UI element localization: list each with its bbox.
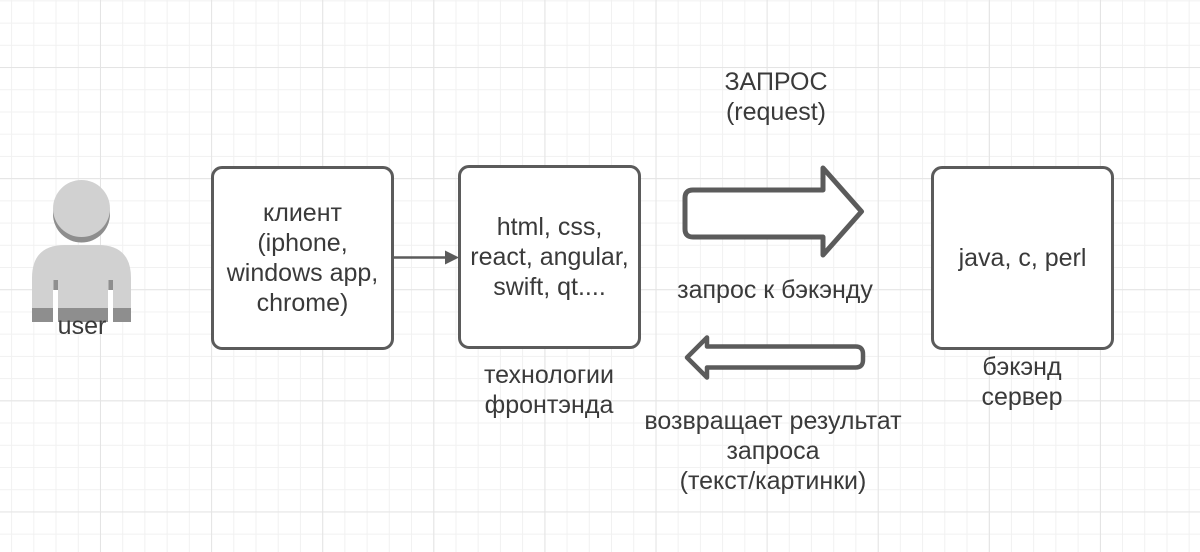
user-label: user [57, 312, 107, 340]
response-arrow-icon [684, 335, 866, 380]
request-arrow-icon [682, 165, 864, 258]
frontend-caption-line: технологии [483, 361, 614, 389]
frontend-caption-line: фронтэнда [484, 391, 614, 419]
backend-caption-line: сервер [981, 383, 1063, 411]
frontend-box: html, css, react, angular, swift, qt.... [458, 165, 641, 349]
request-title-line: (request) [725, 98, 827, 126]
backend-caption-line: бэкэнд [982, 353, 1062, 381]
client-frontend-connector-icon [394, 250, 459, 265]
response-label-line: запроса [726, 437, 820, 465]
frontend-box-line: swift, qt.... [493, 273, 606, 301]
backend-box-line: java, c, perl [958, 244, 1087, 272]
request-title-line: ЗАПРОС [724, 68, 828, 96]
backend-caption: бэкэнд сервер [922, 352, 1122, 412]
client-box-line: windows app, [226, 259, 379, 287]
response-label: возвращает результат запроса (текст/карт… [573, 406, 973, 496]
user-icon [32, 180, 131, 322]
client-box-line: chrome) [256, 289, 349, 317]
frontend-box-line: react, angular, [470, 243, 629, 271]
request-title: ЗАПРОС (request) [626, 67, 926, 127]
client-box: клиент (iphone, windows app, chrome) [211, 166, 394, 350]
response-label-line: возвращает результат [644, 407, 902, 435]
frontend-caption: технологии фронтэнда [449, 360, 649, 420]
backend-box: java, c, perl [931, 166, 1114, 350]
client-box-line: (iphone, [257, 229, 348, 257]
client-box-line: клиент [263, 199, 342, 227]
response-label-line: (текст/картинки) [679, 467, 867, 495]
request-subtitle: запрос к бэкэнду [677, 276, 873, 304]
frontend-box-line: html, css, [496, 213, 603, 241]
